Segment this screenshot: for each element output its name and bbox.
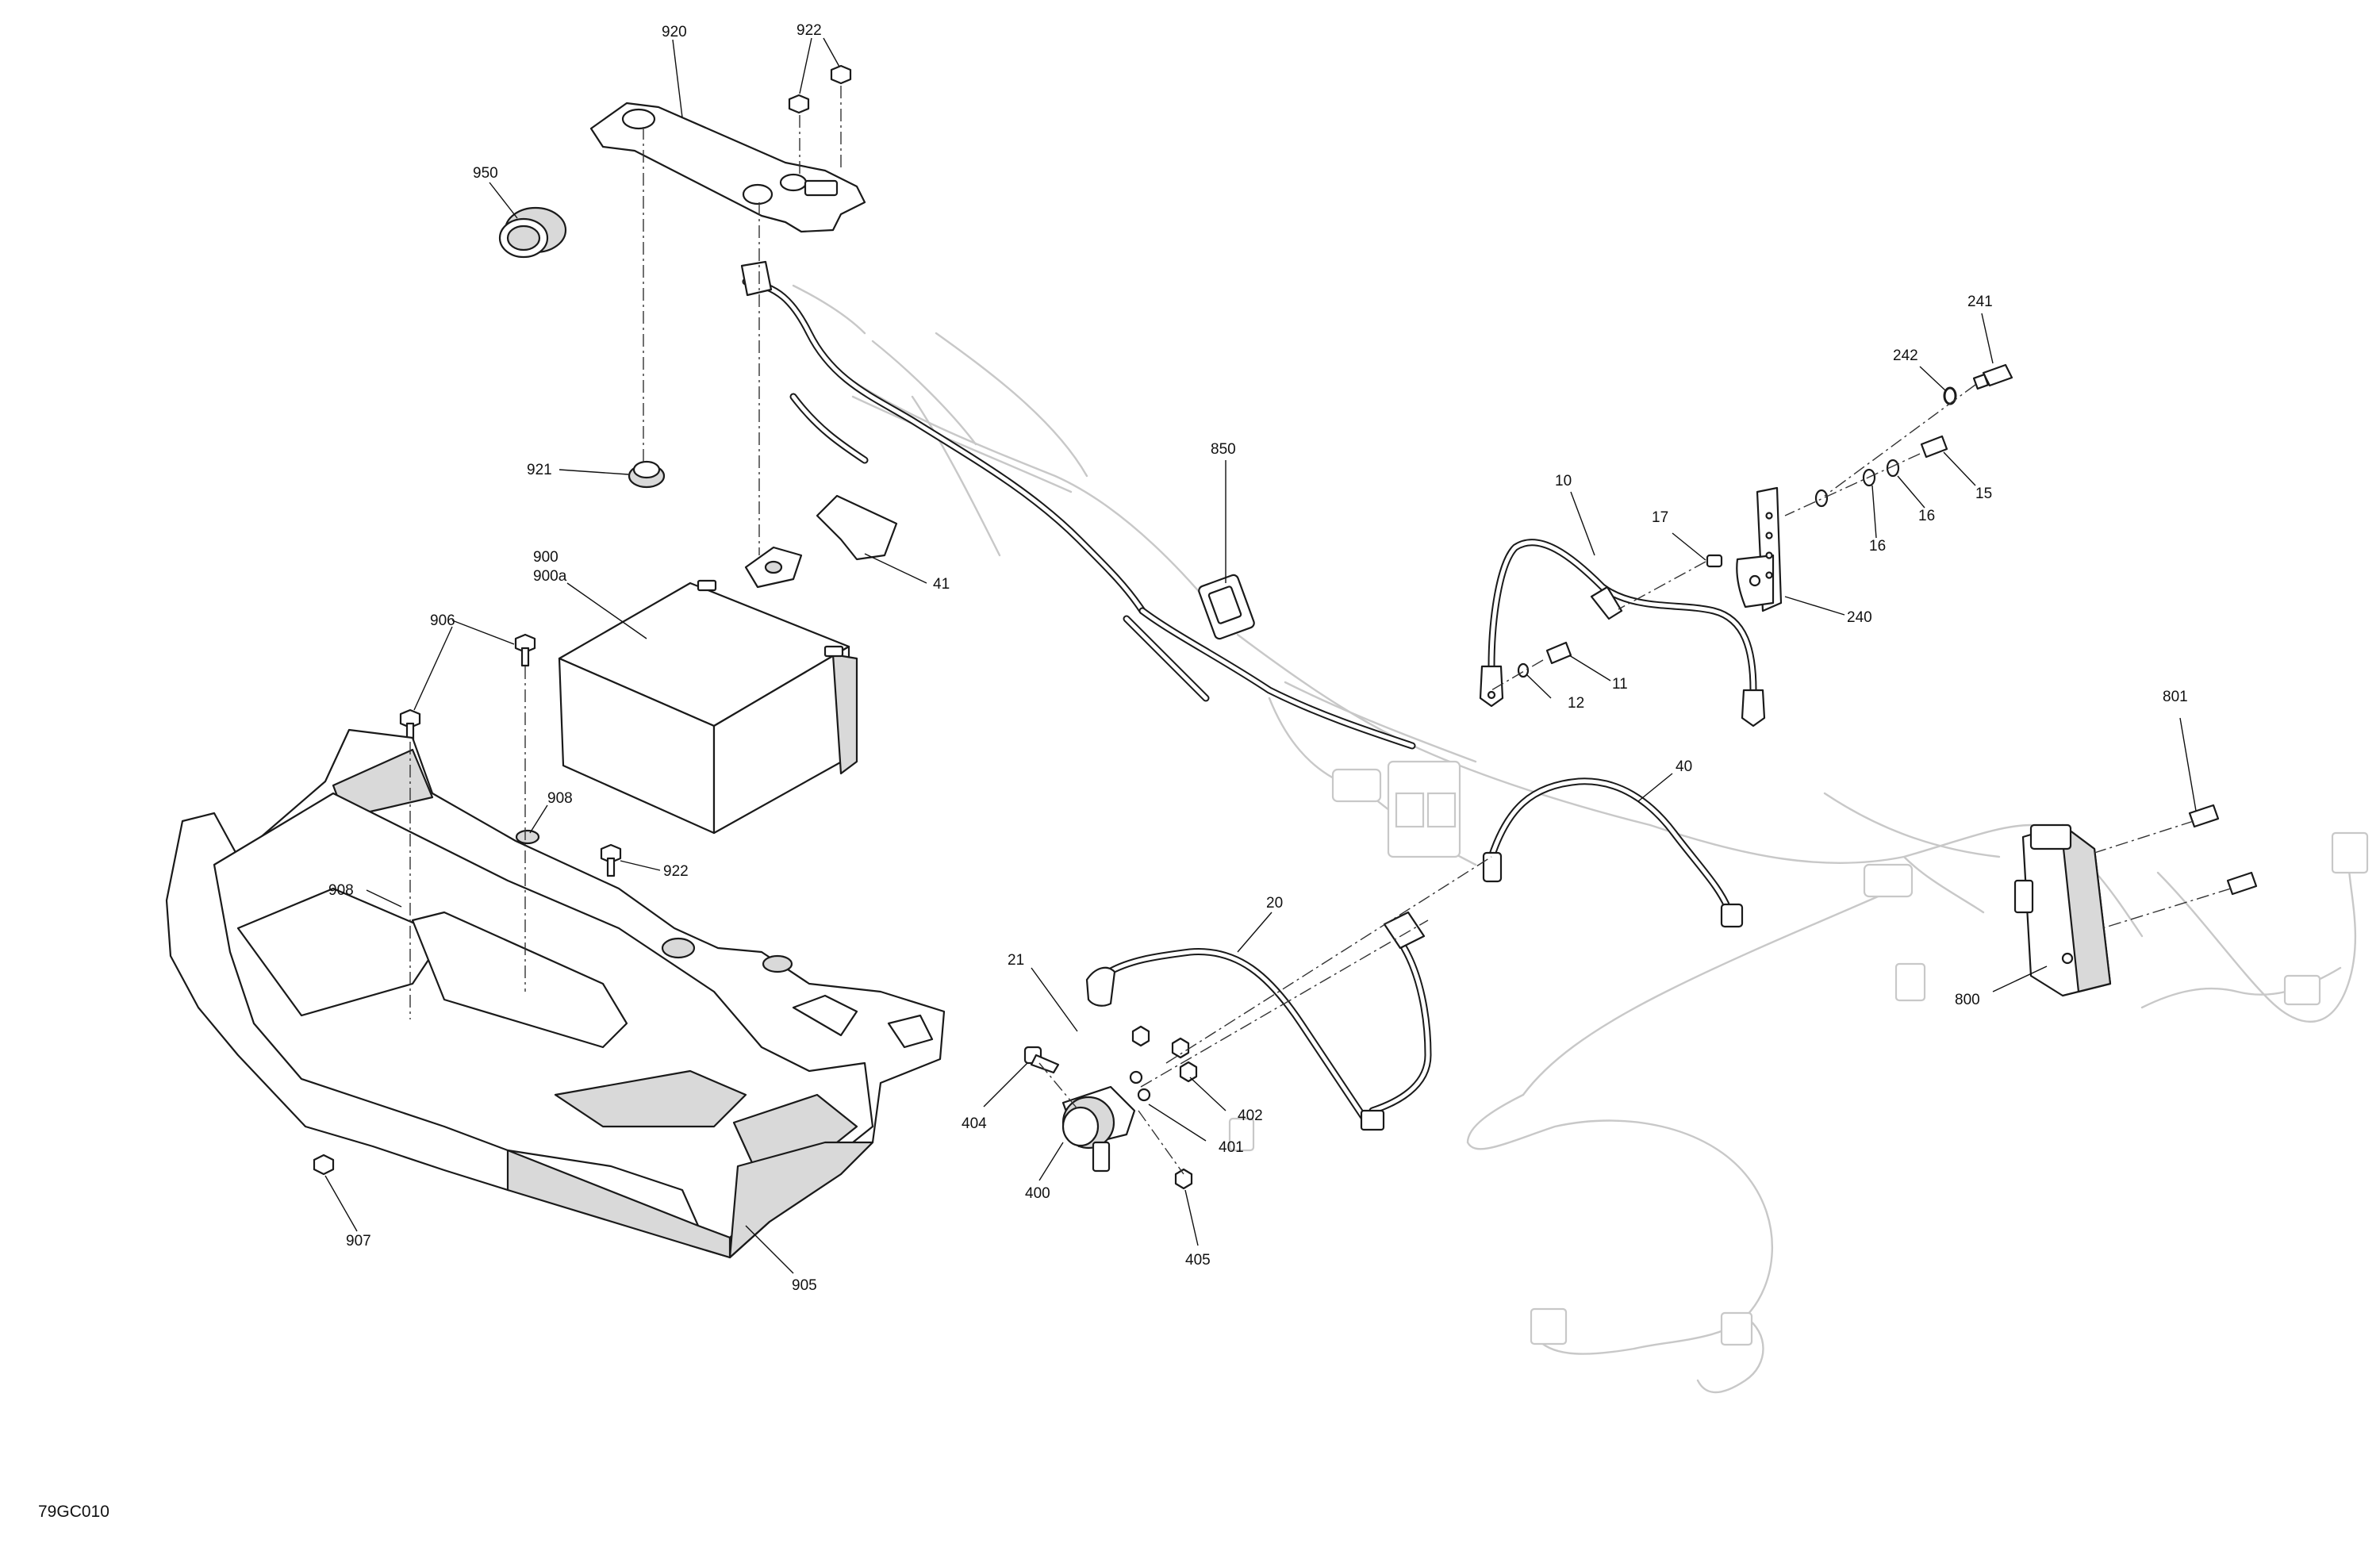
callout-labels: 920 922 950 921 900 900a 41 906 908 908 …: [328, 22, 2188, 1294]
callout-906: 906: [430, 612, 455, 629]
callout-850: 850: [1211, 441, 1236, 458]
callout-922: 922: [663, 863, 689, 880]
callout-242: 242: [1893, 347, 1918, 364]
callout-908: 908: [328, 882, 354, 899]
callout-240: 240: [1847, 609, 1872, 626]
callout-921: 921: [527, 462, 552, 478]
assembly-lines: [409, 86, 2232, 1175]
power-socket-950: [498, 206, 567, 259]
callout-905: 905: [792, 1277, 817, 1294]
callout-922: 922: [797, 22, 822, 39]
terminal-cover-41: [744, 494, 898, 589]
callout-800: 800: [1955, 992, 1980, 1008]
callout-12: 12: [1568, 695, 1584, 712]
battery-tray-905: [165, 728, 946, 1259]
callout-400: 400: [1025, 1185, 1050, 1202]
solenoid-400: [1023, 1025, 1198, 1190]
cable-20: [1085, 911, 1432, 1131]
callout-908: 908: [547, 790, 573, 807]
main-harness-850: [740, 260, 1416, 750]
bolts-922-top: [788, 64, 852, 114]
callout-41: 41: [933, 576, 950, 593]
callout-16: 16: [1869, 538, 1886, 555]
callout-40: 40: [1676, 758, 1692, 775]
bracket-240: [1736, 486, 1783, 612]
callout-10: 10: [1555, 473, 1572, 489]
battery-900: [558, 579, 858, 835]
bracket-920: [589, 102, 866, 233]
nut-921: [628, 460, 666, 489]
callout-241: 241: [1967, 294, 1993, 310]
callout-15: 15: [1975, 486, 1992, 502]
diagram-code: 79GC010: [38, 1503, 109, 1521]
callout-11: 11: [1612, 676, 1628, 693]
callout-920: 920: [662, 24, 687, 40]
ghost-harness: [792, 284, 2369, 1394]
callout-404: 404: [962, 1115, 987, 1132]
hardware-rear: [1517, 363, 2013, 678]
callout-907: 907: [346, 1233, 371, 1250]
callout-402: 402: [1238, 1107, 1263, 1124]
callout-801: 801: [2163, 689, 2188, 705]
callout-401: 401: [1219, 1139, 1244, 1156]
leader-lines: [324, 37, 2197, 1274]
callout-16: 16: [1918, 508, 1935, 524]
callout-405: 405: [1185, 1252, 1211, 1269]
callout-17: 17: [1652, 509, 1668, 526]
callout-950: 950: [473, 165, 498, 182]
callout-900: 900: [533, 549, 559, 566]
callout-900a: 900a: [533, 568, 567, 585]
callout-20: 20: [1266, 895, 1283, 912]
cable-10: [1479, 539, 1766, 727]
callout-21: 21: [1008, 952, 1024, 969]
module-800: [2013, 804, 2258, 997]
cable-40: [1482, 777, 1744, 928]
